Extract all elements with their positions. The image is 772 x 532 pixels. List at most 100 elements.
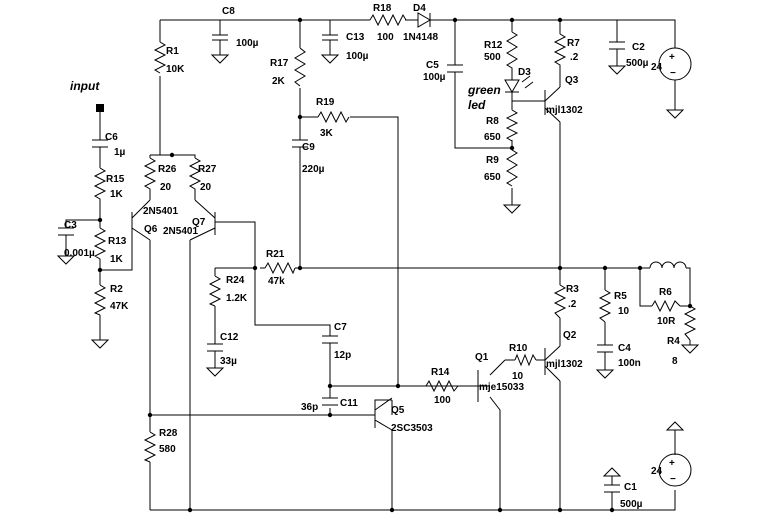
- R5-val: 10: [618, 306, 630, 317]
- Q1-val: mje15033: [479, 382, 524, 393]
- C11-ref: C11: [340, 398, 358, 409]
- R24-ref: R24: [226, 275, 245, 286]
- voltage-source-top: + −: [658, 47, 692, 81]
- junction-dot: [557, 507, 563, 513]
- R6-ref: R6: [659, 287, 672, 298]
- C12-val: 33µ: [220, 356, 237, 367]
- junction-dot: [327, 383, 333, 389]
- junction-dot: [557, 265, 563, 271]
- input-terminal[interactable]: [96, 104, 104, 112]
- D4-val: 1N4148: [403, 32, 438, 43]
- ground-icon: [320, 54, 340, 64]
- D3-ref: D3: [518, 67, 531, 78]
- C12-ref: C12: [220, 332, 239, 343]
- capacitor-C2: [609, 41, 625, 56]
- capacitors: [58, 34, 625, 502]
- R4-val: 8: [672, 356, 678, 367]
- R2-val: 47K: [110, 301, 129, 312]
- R7-val: .2: [570, 52, 579, 63]
- C3-val: 0.001µ: [64, 248, 95, 259]
- voltage-source-bottom: + −: [658, 453, 692, 487]
- V-bot-val: 24: [651, 466, 663, 477]
- resistor-R19: [317, 110, 350, 124]
- resistor-R24: [208, 275, 222, 307]
- junction-dot: [389, 507, 395, 513]
- Q5-ref: Q5: [391, 405, 405, 416]
- ground-icon: [56, 255, 76, 265]
- ground-icon: [607, 65, 627, 75]
- ground-icon: [210, 54, 230, 64]
- capacitor-C1: [604, 484, 620, 502]
- input-label: input: [70, 79, 100, 93]
- capacitor-C13: [322, 34, 338, 55]
- ground-icon: [502, 204, 522, 214]
- Q3-val: mjl1302: [546, 105, 583, 116]
- resistor-R18: [369, 13, 410, 27]
- resistor-R2: [93, 284, 107, 316]
- junction-dot: [297, 17, 303, 23]
- R28-ref: R28: [159, 428, 178, 439]
- C7-val: 12p: [334, 350, 351, 361]
- labels: C8 100µ R18 100 D4 1N4148 R1 10K R17 2K …: [64, 3, 680, 510]
- junction-dot: [395, 383, 401, 389]
- junction-dot: [557, 17, 563, 23]
- Q6-ref: Q6: [144, 224, 158, 235]
- ground-icon: [90, 339, 110, 349]
- Q5-val: 2SC3503: [391, 423, 433, 434]
- resistor-R4: [683, 305, 697, 341]
- svg-text:+: +: [669, 52, 675, 63]
- junction-dot: [602, 265, 608, 271]
- junction-dot: [497, 507, 503, 513]
- C4-ref: C4: [618, 343, 631, 354]
- Q2-val: mjl1302: [546, 359, 583, 370]
- C8-ref: C8: [222, 6, 235, 17]
- Q6-val: 2N5401: [143, 206, 178, 217]
- resistor-R3: [553, 284, 567, 319]
- resistor-R26: [143, 157, 157, 192]
- Q7-val: 2N5401: [163, 226, 198, 237]
- C6-ref: C6: [105, 132, 118, 143]
- C1-ref: C1: [624, 482, 637, 493]
- capacitor-C9: [292, 139, 308, 165]
- green-label: green: [467, 83, 501, 97]
- capacitor-C5: [447, 64, 463, 78]
- resistor-R21: [264, 261, 296, 275]
- resistor-R1: [153, 41, 167, 74]
- R26-ref: R26: [158, 164, 177, 175]
- junction-dot: [187, 507, 193, 513]
- junction-dot: [147, 412, 153, 418]
- C5-ref: C5: [426, 60, 439, 71]
- svg-text:+: +: [669, 458, 675, 469]
- R1-ref: R1: [166, 46, 179, 57]
- R2-ref: R2: [110, 284, 123, 295]
- junction-dot: [509, 145, 515, 151]
- R15-val: 1K: [110, 189, 124, 200]
- resistor-R9: [506, 149, 518, 187]
- R7-ref: R7: [567, 38, 580, 49]
- C9-ref: C9: [302, 142, 315, 153]
- junction-dot: [452, 17, 458, 23]
- inductor-L1: [649, 261, 687, 269]
- R12-val: 500: [484, 52, 501, 63]
- R13-ref: R13: [108, 236, 127, 247]
- capacitor-C11: [322, 397, 338, 406]
- capacitor-C4: [597, 344, 613, 360]
- capacitor-C3: [58, 227, 74, 242]
- junction-dot: [169, 152, 175, 158]
- C1-val: 500µ: [620, 499, 643, 510]
- R5-ref: R5: [614, 291, 627, 302]
- Q1-ref: Q1: [475, 352, 489, 363]
- transistor-Q7: [189, 199, 216, 241]
- ground-icon: [602, 467, 622, 477]
- grounds: [56, 54, 700, 477]
- C7-ref: C7: [334, 322, 347, 333]
- R9-val: 650: [484, 172, 501, 183]
- svg-text:−: −: [670, 474, 676, 485]
- resistor-R12: [506, 31, 518, 70]
- R10-val: 10: [512, 371, 524, 382]
- C9-val: 220µ: [302, 164, 325, 175]
- R26-val: 20: [160, 182, 172, 193]
- R24-val: 1.2K: [226, 293, 248, 304]
- resistors: [93, 13, 697, 463]
